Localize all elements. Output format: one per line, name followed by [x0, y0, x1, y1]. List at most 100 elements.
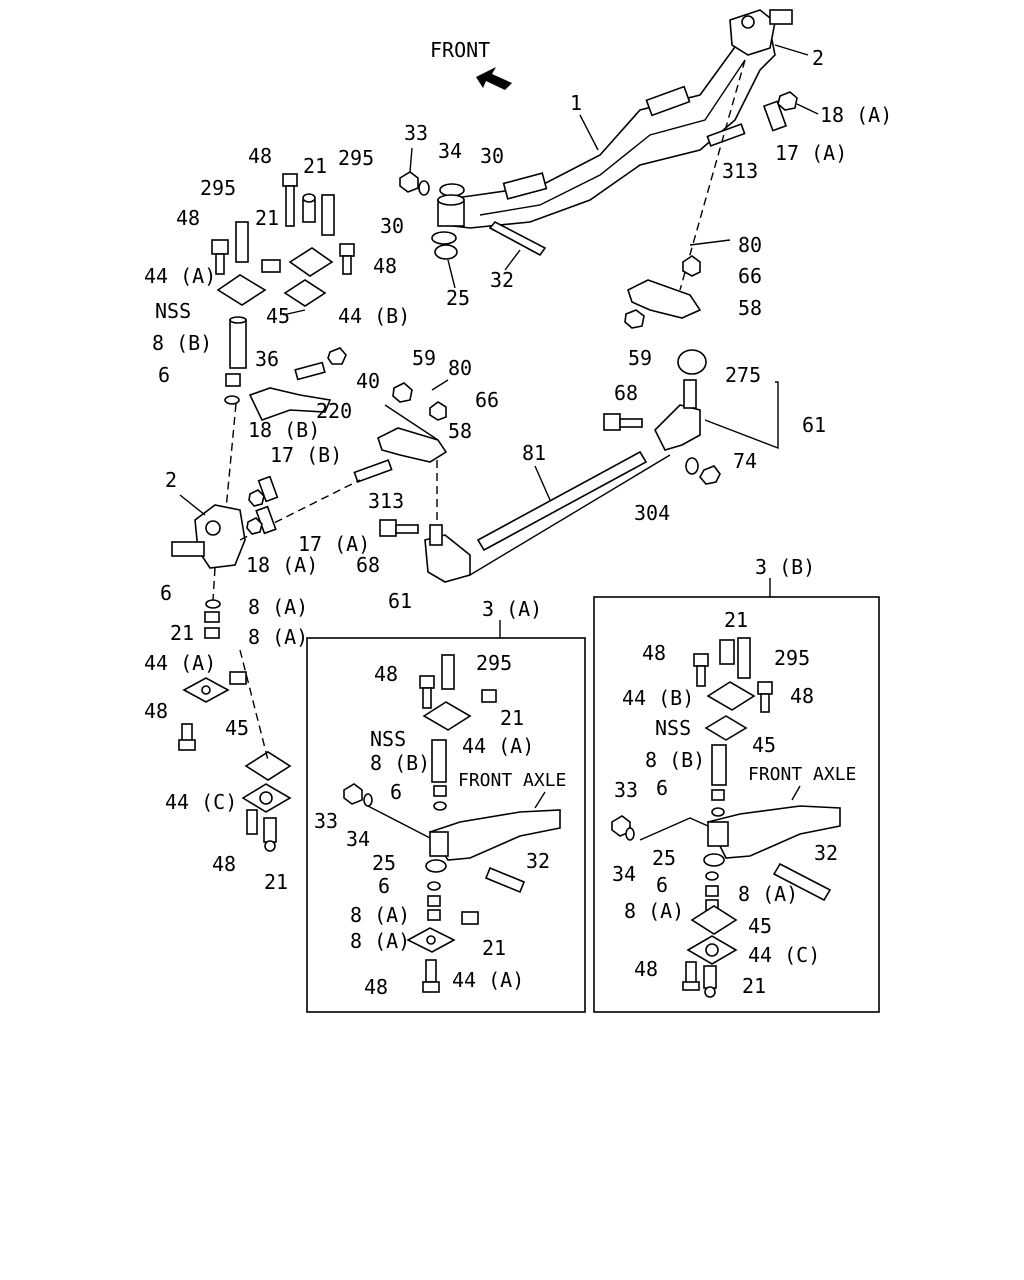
- inset-3a-label-48-low: 48: [364, 975, 388, 999]
- inset-3a-cap-44a-low: [406, 927, 456, 953]
- callout-33: 33: [404, 121, 428, 145]
- inset-3a-nut-33: [343, 783, 363, 805]
- nut-18a-mid: [246, 517, 263, 535]
- knuckle-left: [171, 504, 246, 569]
- callout-48-low: 48: [144, 699, 168, 723]
- callout-45-low: 45: [225, 716, 249, 740]
- inset-3b: 3 (B) 21 48 295 44 (B) 48 NSS 45 8 (B) F…: [593, 555, 880, 1013]
- inset-3a-label-295: 295: [476, 651, 512, 675]
- inset-3b-washer-34: [625, 827, 635, 841]
- callout-21-b: 21: [255, 206, 279, 230]
- inset-3a-cap-44a-top: [422, 701, 472, 731]
- stud-17b: [257, 475, 279, 503]
- inset-3a-bolt-295: [441, 654, 455, 690]
- callout-44b-top: 44 (B): [338, 304, 410, 328]
- inset-3a-bushing-8b: [433, 785, 447, 797]
- callout-30-left: 30: [380, 214, 404, 238]
- callout-17a-top: 17 (A): [775, 141, 847, 165]
- front-arrow-icon: [476, 67, 512, 90]
- inset-3a-bearing-25: [425, 859, 447, 873]
- callout-74: 74: [733, 449, 757, 473]
- callout-48-c: 48: [373, 254, 397, 278]
- callout-44a-low: 44 (A): [144, 651, 216, 675]
- inset-3b-kingpin-nss: [711, 744, 727, 786]
- inset-3a-label-6-low: 6: [378, 874, 390, 898]
- inset-3a-label-48-top: 48: [374, 662, 398, 686]
- bushing-8a-1: [204, 611, 220, 623]
- cotter-80-mid: [431, 379, 449, 391]
- callout-8b-top: 8 (B): [152, 331, 212, 355]
- bolt-48-c: [339, 243, 355, 275]
- callout-8a-1: 8 (A): [248, 595, 308, 619]
- nut-18a-top: [777, 91, 798, 111]
- nut-66-right: [682, 255, 701, 277]
- cap-44b-top: [288, 247, 334, 277]
- inset-3b-label-6-top: 6: [656, 776, 668, 800]
- cap-44a-top: [216, 274, 267, 306]
- grease-nipple-21-low: [229, 671, 247, 685]
- bushing-8b-top: [225, 373, 241, 387]
- inset-3a-label-34: 34: [346, 827, 370, 851]
- inset-3a-title: 3 (A): [482, 597, 542, 621]
- callout-295-b: 295: [200, 176, 236, 200]
- inset-3b-label-295: 295: [774, 646, 810, 670]
- inset-3a-axle-end: [428, 809, 561, 861]
- inset-3a-label-6-top: 6: [390, 780, 402, 804]
- callout-59-right: 59: [628, 346, 652, 370]
- gasket-45-top: [283, 279, 327, 307]
- callout-21-low: 21: [170, 621, 194, 645]
- nut-74: [699, 465, 721, 485]
- inset-3b-label-21-low: 21: [742, 974, 766, 998]
- nut-59-right: [624, 309, 645, 329]
- axle-beam: [439, 28, 776, 229]
- callout-313-top: 313: [722, 159, 758, 183]
- inset-3a-label-25: 25: [372, 851, 396, 875]
- washer-30-left: [431, 231, 457, 245]
- bushing-8a-2: [204, 627, 220, 639]
- knuckle-top: [729, 9, 793, 56]
- callout-295-a: 295: [338, 146, 374, 170]
- nut-18b: [248, 489, 265, 507]
- callout-48-b: 48: [176, 206, 200, 230]
- inset-3b-bolt-48-right: [757, 681, 773, 713]
- cotter-80-right: [689, 239, 731, 246]
- callout-2-left: 2: [165, 468, 177, 492]
- callout-61-right: 61: [802, 413, 826, 437]
- inset-3b-label-25: 25: [652, 846, 676, 870]
- bolt-48-low: [178, 723, 196, 751]
- callout-220: 220: [316, 399, 352, 423]
- inset-3b-nipple-21-low: [703, 965, 717, 998]
- inset-3a-nipple-21-low: [461, 911, 479, 925]
- callout-2-top: 2: [812, 46, 824, 70]
- callout-18a-top: 18 (A): [820, 103, 892, 127]
- inset-3b-label-34: 34: [612, 862, 636, 886]
- inset-3b-cap-44c: [686, 935, 738, 965]
- callout-58-mid: 58: [448, 419, 472, 443]
- inset-3b-label-8a-2: 8 (A): [624, 899, 684, 923]
- callout-8a-2: 8 (A): [248, 625, 308, 649]
- tie-rod-end-61-right: [654, 379, 701, 451]
- callout-58-right: 58: [738, 296, 762, 320]
- callout-18a-mid: 18 (A): [246, 553, 318, 577]
- callout-30-top: 30: [480, 144, 504, 168]
- bolt-48-b: [211, 239, 229, 275]
- inset-3b-pin-32: [772, 862, 832, 902]
- callout-48-bottom: 48: [212, 852, 236, 876]
- washer-30-top: [439, 183, 465, 197]
- inset-3a-seal-6-top: [433, 801, 447, 811]
- inset-3a-label-8b: 8 (B): [370, 751, 430, 775]
- inset-3b-bearing-25: [703, 853, 725, 867]
- inset-3b-label-44c: 44 (C): [748, 943, 820, 967]
- inset-3a-label-nss: NSS: [370, 727, 406, 751]
- inset-3b-label-44b: 44 (B): [622, 686, 694, 710]
- callout-81: 81: [522, 441, 546, 465]
- callout-45-top: 45: [266, 304, 290, 328]
- inset-3b-gasket-45-top: [704, 715, 748, 741]
- nut-59-mid: [392, 382, 413, 403]
- callout-6-top: 6: [158, 363, 170, 387]
- stud-220: [294, 361, 326, 381]
- grease-nipple-21-bottom: [263, 817, 277, 852]
- inset-3b-label-8a-1: 8 (A): [738, 882, 798, 906]
- callout-80-mid: 80: [448, 356, 472, 380]
